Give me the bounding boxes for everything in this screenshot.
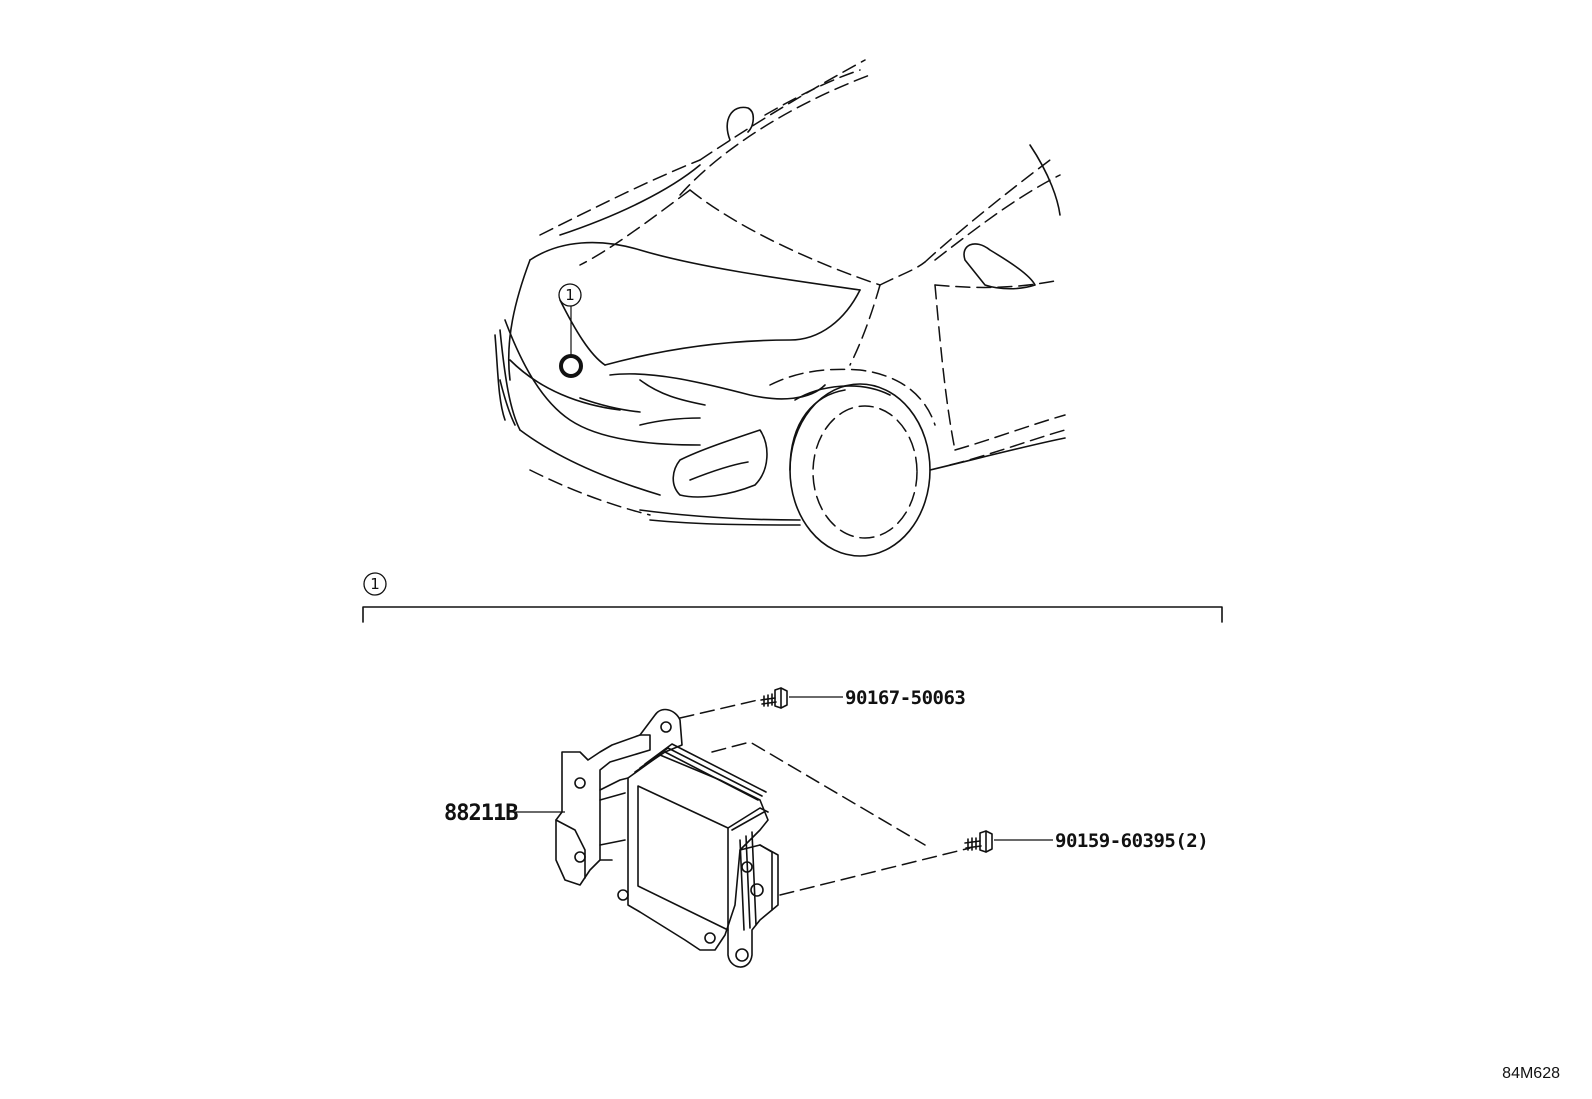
bolt-side-icon [964,830,993,853]
section-bracket: 1 [362,572,1223,623]
radar-sensor-assembly [555,708,779,968]
sensor-location-marker [559,354,583,378]
section-number: 1 [370,575,380,593]
part-label-90159-60395[interactable]: 90159-60395(2) [1055,830,1209,852]
callout-number: 1 [565,286,575,304]
bolt-side-leader-lower [779,847,971,896]
bolt-top-leader [679,699,759,719]
part-label-88211B[interactable]: 88211B [444,801,519,826]
vehicle-front-illustration [494,59,1066,557]
bolt-side-leader-upper [711,741,926,846]
part-label-90167-50063[interactable]: 90167-50063 [845,687,966,709]
diagram-code: 84M628 [1502,1065,1560,1082]
bolt-top-icon [760,687,788,709]
location-callout: 1 [558,283,582,307]
